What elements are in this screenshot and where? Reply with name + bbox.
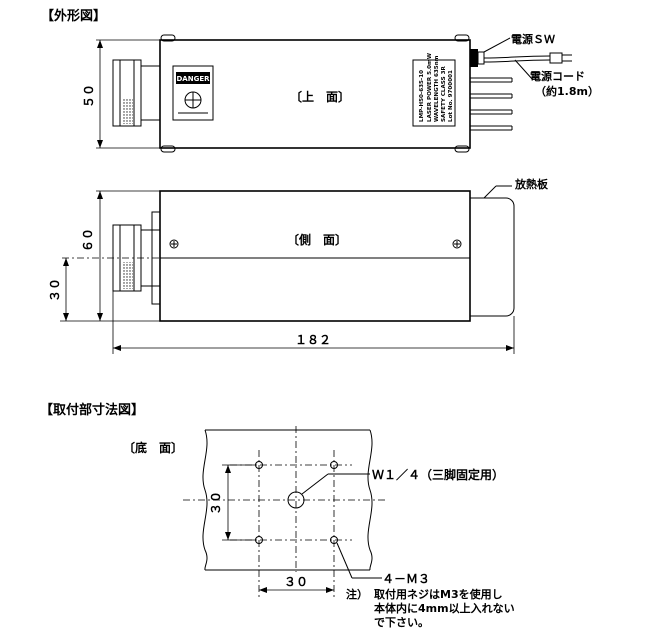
top-foot: [160, 34, 176, 42]
m3-holes-label: ４－Ｍ３: [382, 572, 430, 586]
lens-collar: [140, 65, 161, 121]
side-view: 放熱板 〔側 面〕 ６０ ３０ １８２: [48, 177, 549, 354]
heat-sink-label: 放熱板: [514, 177, 549, 191]
dim-side-height: ６０: [81, 228, 95, 252]
m3-hole: [255, 461, 263, 469]
danger-banner: [176, 72, 210, 84]
nameplate-line: WAVELENGTH 635nm: [434, 55, 440, 122]
nameplate-line: LASER POWER 5.0mW: [427, 53, 433, 122]
danger-label: [172, 65, 214, 121]
nameplate-line: Lot No. 9700001: [448, 70, 454, 122]
dim-top-height: ５０: [82, 84, 96, 108]
dim-side-lower: ３０: [48, 278, 62, 302]
top-view: DANGER 〔上 面〕 LMP-H50-635-10 LASER POWER …: [82, 32, 599, 153]
heat-sink: [470, 197, 515, 317]
nameplate-line: SAFETY CLASS 3R: [441, 66, 447, 122]
dim-overall-length: １８２: [295, 333, 331, 347]
screw-icon: [452, 239, 462, 249]
break-line: [202, 429, 208, 571]
danger-text: DANGER: [176, 75, 210, 83]
nameplate-line: LMP-H50-635-10: [419, 70, 425, 122]
power-cord-label: 電源コード: [530, 69, 585, 83]
top-foot: [454, 34, 470, 42]
bottom-view: 〔底 面〕 Ｗ１／４（三脚固定用） ４－Ｍ３ ３０: [123, 426, 515, 629]
note-line: 本体内に4mm以上入れない: [374, 601, 515, 615]
m3-hole: [330, 461, 338, 469]
note-line: で下さい。: [374, 616, 429, 629]
side-body: [159, 190, 471, 322]
power-switch-label: 電源ＳＷ: [511, 32, 555, 46]
top-foot: [160, 145, 176, 153]
power-cord: [483, 55, 551, 59]
side-view-label: 〔側 面〕: [287, 232, 347, 247]
screw-icon: [169, 239, 179, 249]
top-view-label: 〔上 面〕: [290, 89, 350, 104]
plug-icon: [549, 52, 563, 64]
m3-hole: [330, 536, 338, 544]
note-prefix: 注）: [346, 587, 368, 601]
dim-hole-horizontal: ３０: [284, 575, 308, 589]
dim-hole-vertical: ３０: [209, 491, 223, 515]
tripod-thread-hole: [287, 491, 305, 509]
tripod-thread-label: Ｗ１／４（三脚固定用）: [372, 467, 504, 482]
mounting-heading: 【取付部寸法図】: [40, 402, 144, 418]
outline-heading: 【外形図】: [41, 8, 106, 24]
top-foot: [454, 145, 470, 153]
bottom-view-label: 〔底 面〕: [123, 440, 183, 455]
power-switch: [470, 49, 478, 67]
note-line: 取付用ネジはM3を使用し: [374, 587, 503, 601]
nameplate: [412, 59, 456, 127]
m3-hole: [255, 536, 263, 544]
cord-length-label: （約1.8m）: [535, 84, 599, 98]
